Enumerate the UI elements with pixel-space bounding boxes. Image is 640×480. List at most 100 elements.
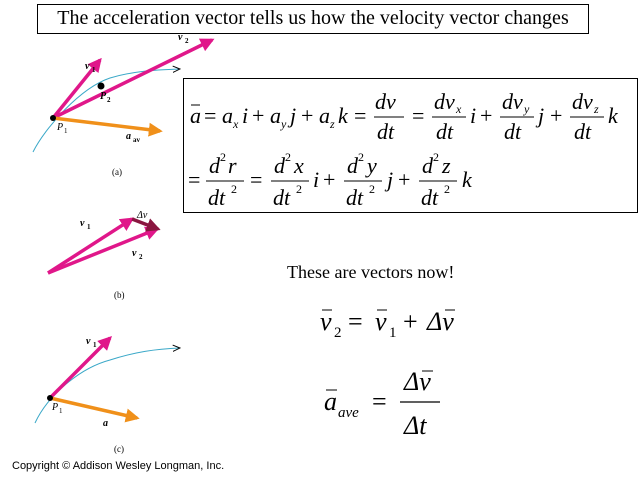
frac3-num-sub: y xyxy=(523,102,530,116)
eq-equals-3: = xyxy=(412,103,424,128)
panel-a: v 1 v 2 P 1 P 2 a av (a) xyxy=(32,32,215,177)
label-p1-c: P xyxy=(51,402,58,413)
velocity-v1-arrow xyxy=(51,57,102,120)
eq-plus-3: + xyxy=(480,103,492,128)
l2-frac3-den: dt xyxy=(346,185,364,210)
point-p1-c xyxy=(47,395,53,401)
l2-frac2-num: d xyxy=(274,153,286,178)
panel-c: v 1 P 1 a (c) xyxy=(34,336,180,454)
eq2-plus-1: + xyxy=(323,167,335,192)
l2-frac1-den: dt xyxy=(208,185,226,210)
velocity-v1-arrow-c xyxy=(48,336,112,400)
label-v1-sub: 1 xyxy=(92,66,96,74)
eq-ax: a xyxy=(222,103,233,128)
label-v1: v xyxy=(85,61,90,72)
point-p1 xyxy=(50,115,56,121)
l2-frac4-den: dt xyxy=(421,185,439,210)
eq-i-hat: i xyxy=(242,103,248,128)
velocity-v1-arrow-b xyxy=(47,217,135,275)
avg-acceleration-arrow xyxy=(52,116,163,137)
eq-plus-4: + xyxy=(550,103,562,128)
caption-a: (a) xyxy=(112,167,122,177)
eq-equals: = xyxy=(204,103,216,128)
label-a-av-sub: av xyxy=(133,136,141,144)
eq-k-hat: k xyxy=(338,103,349,128)
acceleration-arrow-c xyxy=(49,396,140,423)
l2-frac2-num-sup: 2 xyxy=(285,150,291,164)
equation-line-1: a = a x i + a y j + a z k = dv dt = dv x… xyxy=(190,89,619,144)
point-p2 xyxy=(97,82,105,90)
l2-frac4-var: z xyxy=(441,153,451,178)
label-p1-c-sub: 1 xyxy=(59,407,63,415)
frac2-num-sub: x xyxy=(455,102,462,116)
acceleration-equations-box: a = a x i + a y j + a z k = dv dt = dv x… xyxy=(183,78,638,213)
l2-frac3-den-sup: 2 xyxy=(369,182,375,196)
l2-frac2-unit: i xyxy=(313,167,319,192)
l2-frac1-num-sup: 2 xyxy=(220,150,226,164)
l2-frac1-var: r xyxy=(228,153,237,178)
l2-frac1-num: d xyxy=(209,153,221,178)
eq-ay: a xyxy=(270,103,281,128)
equation-line-2: = d 2 r dt 2 = d 2 x dt 2 i + d 2 y dt 2… xyxy=(188,150,473,210)
panel-b: v 1 Δv v 2 (b) xyxy=(47,210,161,300)
frac3-unit: j xyxy=(535,103,544,128)
velocity-v2-arrow xyxy=(52,38,215,120)
l2-frac2-den: dt xyxy=(273,185,291,210)
frac3-num: dv xyxy=(502,89,523,114)
l2-frac4-num: d xyxy=(422,153,434,178)
frac4-unit: k xyxy=(608,103,619,128)
label-v2-b-sub: 2 xyxy=(139,253,143,261)
caption-c: (c) xyxy=(114,444,124,454)
eq-a-vec: a xyxy=(190,103,201,128)
eq-j-hat: j xyxy=(287,103,296,128)
l2-frac4-den-sup: 2 xyxy=(444,182,450,196)
l2-frac3-num-sup: 2 xyxy=(358,150,364,164)
frac4-den: dt xyxy=(574,119,592,144)
eq-az-sub: z xyxy=(329,117,335,131)
label-v2-b: v xyxy=(132,248,137,259)
velocity-v2-arrow-b xyxy=(47,226,160,275)
copyright-notice: Copyright © Addison Wesley Longman, Inc. xyxy=(12,460,225,472)
l2-frac4-num-sup: 2 xyxy=(433,150,439,164)
l2-frac1-den-sup: 2 xyxy=(231,182,237,196)
eq-ay-sub: y xyxy=(280,117,287,131)
frac2-den: dt xyxy=(436,119,454,144)
eq2-equals: = xyxy=(188,167,200,192)
label-delta-v: Δv xyxy=(136,210,148,221)
label-p1: P xyxy=(56,122,63,133)
label-a-av: a xyxy=(126,131,131,142)
vectors-note: These are vectors now! xyxy=(287,262,455,282)
frac3-den: dt xyxy=(504,119,522,144)
eq-az: a xyxy=(319,103,330,128)
l2-frac3-unit: j xyxy=(384,167,393,192)
caption-b: (b) xyxy=(114,290,125,300)
l2-frac3-var: y xyxy=(365,153,377,178)
frac4-num: dv xyxy=(572,89,593,114)
label-p2-sub: 2 xyxy=(107,96,111,104)
frac2-num: dv xyxy=(434,89,455,114)
l2-frac3-num: d xyxy=(347,153,359,178)
slide-title: The acceleration vector tells us how the… xyxy=(37,4,589,34)
eq-plus-1: + xyxy=(252,103,264,128)
label-v1-c-sub: 1 xyxy=(93,341,97,349)
label-v1-b-sub: 1 xyxy=(87,223,91,231)
label-p2: P xyxy=(100,91,107,102)
l2-frac2-den-sup: 2 xyxy=(296,182,302,196)
delta-v-arrow xyxy=(131,217,161,232)
eq-equals-2: = xyxy=(354,103,366,128)
eq2-equals-2: = xyxy=(250,167,262,192)
label-v1-c: v xyxy=(86,336,91,347)
frac4-num-sub: z xyxy=(593,102,599,116)
l2-frac2-var: x xyxy=(293,153,304,178)
label-a-c: a xyxy=(103,418,108,429)
label-p1-sub: 1 xyxy=(64,127,68,135)
label-v2-sub: 2 xyxy=(185,37,189,45)
l2-frac4-unit: k xyxy=(462,167,473,192)
label-v2: v xyxy=(178,32,183,43)
eq-plus-2: + xyxy=(301,103,313,128)
eq-ax-sub: x xyxy=(232,117,239,131)
label-v1-b: v xyxy=(80,218,85,229)
frac1-den: dt xyxy=(377,119,395,144)
frac2-unit: i xyxy=(470,103,476,128)
